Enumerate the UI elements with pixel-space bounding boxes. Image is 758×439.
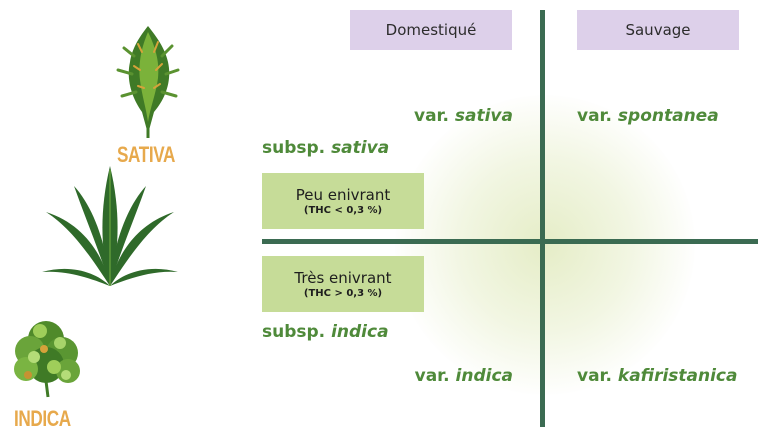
- high-thc-detail: (THC > 0,3 %): [303, 287, 383, 299]
- var-sativa-label: var. sativa: [413, 106, 513, 126]
- indica-bud-icon: [14, 321, 80, 398]
- low-thc-title: Peu enivrant: [295, 185, 391, 204]
- var-spontanea-label: var. spontanea: [577, 106, 719, 126]
- low-thc-box: Peu enivrant (THC < 0,3 %): [262, 173, 424, 229]
- var-kafiristanica-label: var. kafiristanica: [577, 366, 738, 386]
- high-thc-box: Très enivrant (THC > 0,3 %): [262, 256, 424, 312]
- cannabis-leaf-icon: [42, 166, 178, 286]
- vertical-axis: [540, 10, 545, 427]
- var-indica-label: var. indica: [414, 366, 513, 386]
- sativa-tag: SATIVA: [117, 142, 176, 167]
- subsp-indica-label: subsp. indica: [262, 322, 389, 342]
- high-thc-title: Très enivrant: [294, 268, 392, 287]
- header-wild: Sauvage: [577, 10, 739, 50]
- sativa-bud-icon: [116, 26, 180, 138]
- horizontal-axis: [262, 239, 758, 244]
- low-thc-detail: (THC < 0,3 %): [303, 204, 383, 216]
- header-domesticated: Domestiqué: [350, 10, 512, 50]
- indica-tag: INDICA: [14, 406, 71, 431]
- subsp-sativa-label: subsp. sativa: [262, 138, 390, 158]
- background-glow: [395, 95, 695, 395]
